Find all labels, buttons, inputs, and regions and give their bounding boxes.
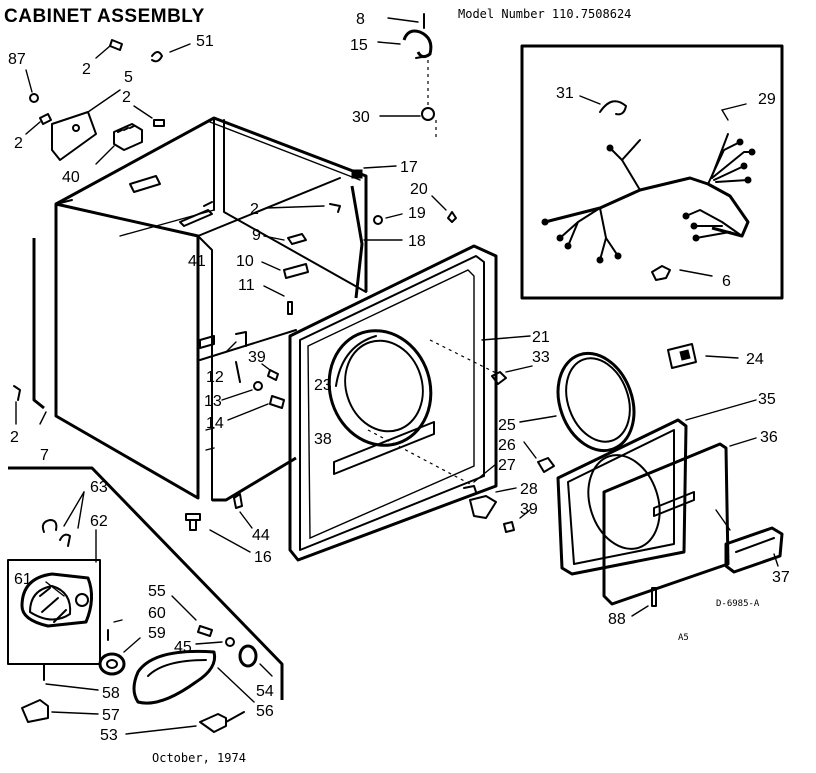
callout-40: 40 [62, 169, 80, 186]
callout-63: 63 [90, 479, 108, 496]
door-parts [463, 343, 784, 617]
callout-6: 6 [722, 273, 731, 290]
callout-33: 33 [532, 349, 550, 366]
callout-11: 11 [238, 277, 255, 294]
callout-60: 60 [148, 605, 166, 622]
callout-54: 54 [256, 683, 274, 700]
callout-15: 15 [350, 37, 368, 54]
callout-30: 30 [352, 109, 370, 126]
model-number: Model Number 110.7508624 [458, 7, 631, 21]
callout-9: 9 [252, 227, 261, 244]
callout-31: 31 [556, 85, 574, 102]
front-panel [288, 244, 531, 562]
callout-58: 58 [102, 685, 120, 702]
wiring-inset [520, 44, 784, 300]
callout-19: 19 [408, 205, 426, 222]
callout-36: 36 [760, 429, 778, 446]
callout-20: 20 [410, 181, 428, 198]
callout-2: 2 [14, 135, 23, 152]
callout-51: 51 [196, 33, 214, 50]
callout-7: 7 [40, 447, 49, 464]
callout-29: 29 [758, 91, 776, 108]
callout-56: 56 [256, 703, 274, 720]
callout-35: 35 [758, 391, 776, 408]
callout-39: 39 [520, 501, 538, 518]
callout-88: 88 [608, 611, 626, 628]
callout-57: 57 [102, 707, 120, 724]
callout-8: 8 [356, 11, 365, 28]
callout-62: 62 [90, 513, 108, 530]
callout-2: 2 [122, 89, 131, 106]
callout-24: 24 [746, 351, 764, 368]
cabinet-body [13, 116, 368, 553]
page-code: A5 [678, 633, 689, 643]
callout-23: 23 [314, 377, 332, 394]
callout-18: 18 [408, 233, 426, 250]
diagram-title: CABINET ASSEMBLY [4, 6, 205, 27]
callout-21: 21 [532, 329, 550, 346]
callout-10: 10 [236, 253, 254, 270]
callout-37: 37 [772, 569, 790, 586]
callout-2: 2 [82, 61, 91, 78]
motor-section [7, 466, 284, 735]
callout-59: 59 [148, 625, 166, 642]
callout-2: 2 [250, 201, 259, 218]
callout-25: 25 [498, 417, 516, 434]
callout-2: 2 [10, 429, 19, 446]
callout-55: 55 [148, 583, 166, 600]
callout-39: 39 [248, 349, 266, 366]
callout-27: 27 [498, 457, 516, 474]
diagram-code: D-6985-A [716, 599, 760, 609]
top-hardware [25, 13, 437, 165]
callout-labels: 2 51 87 5 2 2 40 8 15 30 17 20 2 19 9 18… [8, 11, 790, 744]
callout-12: 12 [206, 369, 224, 386]
callout-14: 14 [206, 415, 224, 432]
callout-87: 87 [8, 51, 26, 68]
callout-16: 16 [254, 549, 272, 566]
callout-28: 28 [520, 481, 538, 498]
callout-13: 13 [204, 393, 222, 410]
callout-5: 5 [124, 69, 133, 86]
callout-44: 44 [252, 527, 270, 544]
date-label: October, 1974 [152, 751, 246, 765]
callout-41: 41 [188, 253, 206, 270]
callout-61: 61 [14, 571, 32, 588]
callout-26: 26 [498, 437, 516, 454]
callout-53: 53 [100, 727, 118, 744]
callout-45: 45 [174, 639, 192, 656]
callout-17: 17 [400, 159, 418, 176]
callout-38: 38 [314, 431, 332, 448]
internal-hardware [221, 165, 457, 421]
